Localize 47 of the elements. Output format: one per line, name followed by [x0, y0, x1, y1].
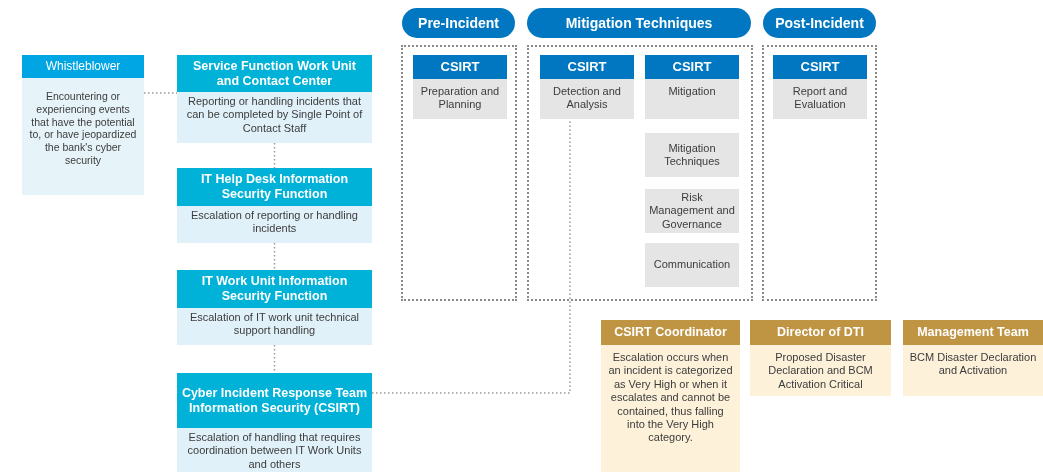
card-description: Report and Evaluation — [791, 84, 849, 112]
role-card — [177, 270, 372, 345]
card-header: Cyber Incident Response Team Information Security (CSIRT) — [177, 373, 372, 428]
card-header: CSIRT — [413, 55, 507, 79]
dotted-connector — [273, 344, 276, 374]
role-card — [177, 373, 372, 472]
role-card — [773, 55, 867, 119]
card-description: Preparation and Planning — [419, 84, 501, 112]
card-header: Whistleblower — [22, 55, 144, 78]
card-header: CSIRT — [645, 55, 739, 79]
stage-pill: Pre-Incident — [402, 8, 515, 38]
card-description: Encountering or experiencing events that have the potential to, or have jeopardized the bank's cyber security — [28, 89, 138, 167]
step-box — [645, 133, 739, 177]
card-header: CSIRT — [773, 55, 867, 79]
card-header: CSIRT — [540, 55, 634, 79]
role-card — [601, 320, 740, 472]
stage-pill: Mitigation Techniques — [527, 8, 751, 38]
step-text: Risk Management and Governance — [648, 189, 736, 232]
dotted-connector — [273, 142, 276, 169]
card-header: Service Function Work Unit and Contact Center — [177, 55, 372, 92]
role-card — [903, 320, 1043, 396]
card-header: CSIRT Coordinator — [601, 320, 740, 345]
role-card — [645, 55, 739, 119]
stage-pill: Post-Incident — [763, 8, 876, 38]
card-header: IT Help Desk Information Security Function — [177, 168, 372, 206]
card-description: Escalation occurs when an incident is categorized as Very High or when it escalates and cannot be contained, thus falling into the Very High category. — [607, 350, 734, 445]
card-description: Escalation of reporting or handling incidents — [190, 208, 359, 236]
role-card — [177, 55, 372, 143]
dotted-connector — [273, 242, 276, 271]
step-box — [645, 243, 739, 287]
role-card — [750, 320, 891, 396]
card-description: Mitigation — [667, 84, 717, 99]
role-card — [22, 55, 144, 195]
card-description: Reporting or handling incidents that can be completed by Single Point of Contact Staff — [185, 94, 364, 136]
role-card — [540, 55, 634, 119]
card-description: BCM Disaster Declaration and Activation — [908, 350, 1038, 378]
card-header: Director of DTI — [750, 320, 891, 345]
card-description: Escalation of IT work unit technical support handling — [188, 310, 361, 338]
card-description: Proposed Disaster Declaration and BCM Activation Critical — [767, 350, 874, 392]
step-text: Communication — [652, 257, 732, 273]
step-text: Mitigation Techniques — [663, 140, 721, 169]
role-card — [413, 55, 507, 119]
card-description: Escalation of handling that requires coordination between IT Work Units and others — [186, 430, 363, 472]
card-header: Management Team — [903, 320, 1043, 345]
card-header: IT Work Unit Information Security Function — [177, 270, 372, 308]
card-description: Detection and Analysis — [552, 84, 622, 112]
role-card — [177, 168, 372, 243]
